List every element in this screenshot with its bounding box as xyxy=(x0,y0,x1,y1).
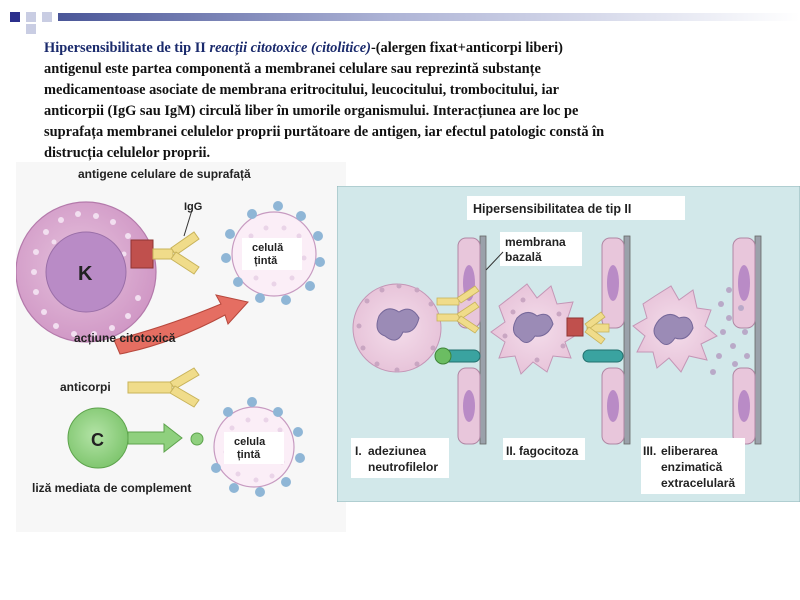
header-square-3 xyxy=(42,12,52,22)
target-cell-2-label-line1: celula xyxy=(234,436,266,448)
stage-1-label-box xyxy=(351,438,449,478)
complement-component: C xyxy=(67,407,129,469)
stage-2-label-box xyxy=(503,438,585,460)
left-figure-title: antigene celulare de suprafață xyxy=(78,167,251,181)
stage-3-number: III. xyxy=(643,444,656,458)
stage-3-neutrophil xyxy=(632,285,718,373)
right-figure-title: Hipersensibilitatea de tip II xyxy=(473,202,631,216)
stage-2-antibody xyxy=(584,311,610,345)
target-cell-1: celulă țintă xyxy=(221,201,325,305)
membrane-label-pointer xyxy=(485,251,504,271)
paragraph-lead-italic: reacții citotoxice (citolitice) xyxy=(209,40,371,56)
complement-arrow xyxy=(127,422,183,454)
header-square-1 xyxy=(10,12,20,22)
complement-letter: C xyxy=(91,430,104,450)
target-cell-2-label-line2: țintă xyxy=(237,449,261,461)
killer-cell: K xyxy=(16,201,157,343)
igg-pointer-line xyxy=(183,209,193,237)
paragraph-line-5: suprafața membranei celulelor proprii pu… xyxy=(44,124,605,140)
paragraph-line-3: medicamentoase asociate de membrana erit… xyxy=(44,82,560,98)
stage-1-neutrophil xyxy=(352,283,442,373)
cytotoxic-action-label: acțiune citotoxică xyxy=(74,331,176,345)
right-figure: Hipersensibilitatea de tip II membrana b… xyxy=(337,186,800,502)
igg-antibody xyxy=(152,231,200,275)
target-cell-1-label-line1: celulă xyxy=(252,242,284,254)
stage-2-fc-receptor xyxy=(566,317,584,337)
complement-lysis-label: liză mediata de complement xyxy=(32,481,191,495)
paragraph-line-6: distrucția celulelor proprii. xyxy=(44,145,211,161)
target-cell-2: celula țintă xyxy=(211,397,305,497)
fc-receptor xyxy=(130,239,154,269)
stage-2-label-line1: fagocitoza xyxy=(519,444,579,458)
right-figure-title-box xyxy=(467,196,685,220)
header-square-4 xyxy=(26,24,36,34)
free-antibody xyxy=(127,367,200,408)
basement-membrane-3 xyxy=(732,235,762,445)
killer-cell-letter: K xyxy=(78,263,93,285)
left-figure: antigene celulare de suprafață K IgG xyxy=(16,162,346,532)
stage-2-number: II. xyxy=(506,444,516,458)
paragraph-line1-rest: -(alergen fixat+anticorpi liberi) xyxy=(370,40,563,56)
stage-2-neutrophil xyxy=(490,283,582,375)
paragraph-line-2: antigenul este partea componentă a membr… xyxy=(44,61,541,77)
membrane-label-box xyxy=(500,232,582,266)
stage-1-label-line1: adeziunea xyxy=(368,444,426,458)
header-square-2 xyxy=(26,12,36,22)
stage-3-label-line2: enzimatică xyxy=(661,460,723,474)
stage-3-label-box xyxy=(641,438,745,494)
description-paragraph: Hipersensibilitate de tip II reacții cit… xyxy=(44,38,744,164)
membrane-label-line1: membrana xyxy=(505,235,566,249)
paragraph-lead: Hipersensibilitate de tip II xyxy=(44,40,210,56)
slide-header-decoration xyxy=(10,12,800,34)
header-bar xyxy=(58,13,800,21)
stage-3-label-line1: eliberarea xyxy=(661,444,718,458)
paragraph-line-4: anticorpii (IgG sau IgM) circulă liber î… xyxy=(44,103,579,119)
stage-1-label-line2: neutrofilelor xyxy=(368,460,438,474)
stage-1-complement xyxy=(434,347,452,365)
stage-3-label-line3: extracelulară xyxy=(661,476,735,490)
killer-cell-nucleus xyxy=(45,231,127,313)
stage-1-number: I. xyxy=(355,444,362,458)
basement-membrane-2 xyxy=(601,235,631,445)
antibody-label: anticorpi xyxy=(60,380,111,394)
stage-3-released-enzymes xyxy=(710,287,750,375)
igg-label: IgG xyxy=(184,201,202,213)
stage-2-receptor xyxy=(582,349,624,363)
complement-small-dot xyxy=(190,432,204,446)
membrane-label-line2: bazală xyxy=(505,250,542,264)
stage-1-antibodies xyxy=(436,285,480,334)
target-cell-1-label-line2: țintă xyxy=(254,255,278,267)
cytotoxic-arrow xyxy=(113,294,249,355)
